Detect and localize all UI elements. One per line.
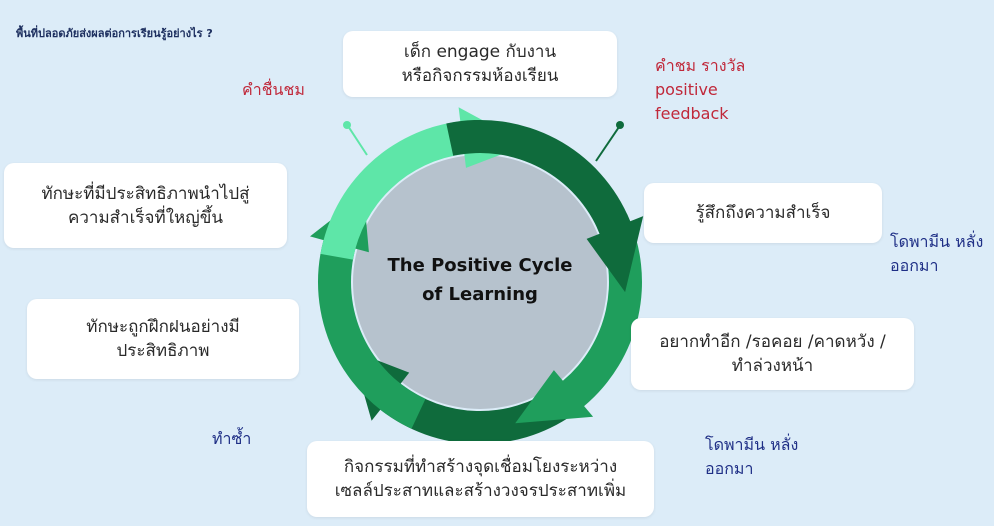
box-practice-line1: ทักษะถูกฝึกฝนอย่างมี — [86, 317, 240, 337]
cycle-title-line2: of Learning — [422, 284, 538, 305]
box-practice: ทักษะถูกฝึกฝนอย่างมี ประสิทธิภาพ — [27, 299, 299, 379]
note-dopamine-2-line1: โดพามีน หลั่ง — [705, 435, 799, 454]
box-eager-line1: อยากทำอีก /รอคอย /คาดหวัง / — [659, 332, 886, 352]
box-eager-line2: ทำล่วงหน้า — [731, 356, 814, 376]
note-dopamine-2: โดพามีน หลั่ง ออกมา — [705, 433, 798, 481]
connector-dot-left — [343, 121, 351, 129]
cycle-title-line1: The Positive Cycle — [388, 255, 573, 276]
box-skills-line1: ทักษะที่มีประสิทธิภาพนำไปสู่ — [41, 183, 250, 204]
box-skills-line2: ความสำเร็จที่ใหญ่ขึ้น — [68, 207, 223, 228]
note-feedback-line3: feedback — [655, 104, 729, 123]
box-engage-line1: เด็ก engage กับงาน — [403, 42, 557, 62]
box-skills: ทักษะที่มีประสิทธิภาพนำไปสู่ ความสำเร็จท… — [4, 163, 287, 248]
box-engage: เด็ก engage กับงาน หรือกิจกรรมห้องเรียน — [343, 31, 617, 97]
note-feedback-line2: positive — [655, 80, 718, 99]
note-dopamine-1-line2: ออกมา — [890, 256, 939, 275]
box-engage-line2: หรือกิจกรรมห้องเรียน — [401, 66, 559, 86]
connector-dot-right — [616, 121, 624, 129]
box-success: รู้สึกถึงความสำเร็จ — [644, 183, 882, 243]
note-repeat: ทำซ้ำ — [212, 429, 252, 448]
box-practice-line2: ประสิทธิภาพ — [116, 341, 210, 361]
cycle-arrow-top-right — [446, 119, 644, 293]
box-activity: กิจกรรมที่ทำสร้างจุดเชื่อมโยงระหว่าง เซล… — [307, 441, 654, 517]
note-feedback: คำชม รางวัล positive feedback — [655, 54, 745, 126]
box-success-line1: รู้สึกถึงความสำเร็จ — [695, 203, 831, 223]
box-activity-line1: กิจกรรมที่ทำสร้างจุดเชื่อมโยงระหว่าง — [343, 457, 618, 477]
box-activity-line2: เซลล์ประสาทและสร้างวงจรประสาทเพิ่ม — [334, 481, 627, 501]
page-title: พื้นที่ปลอดภัยส่งผลต่อการเรียนรู้อย่างไร… — [16, 27, 213, 40]
connector-line-left — [347, 125, 368, 156]
box-eager: อยากทำอีก /รอคอย /คาดหวัง / ทำล่วงหน้า — [631, 318, 914, 390]
note-praise: คำชื่นชม — [242, 80, 305, 99]
note-dopamine-2-line2: ออกมา — [705, 459, 754, 478]
connector-line-right — [595, 126, 620, 162]
note-dopamine-1-line1: โดพามีน หลั่ง — [890, 232, 984, 251]
cycle-inner-disc — [353, 155, 607, 409]
note-dopamine-1: โดพามีน หลั่ง ออกมา — [890, 230, 983, 278]
note-feedback-line1: คำชม รางวัล — [655, 56, 746, 75]
